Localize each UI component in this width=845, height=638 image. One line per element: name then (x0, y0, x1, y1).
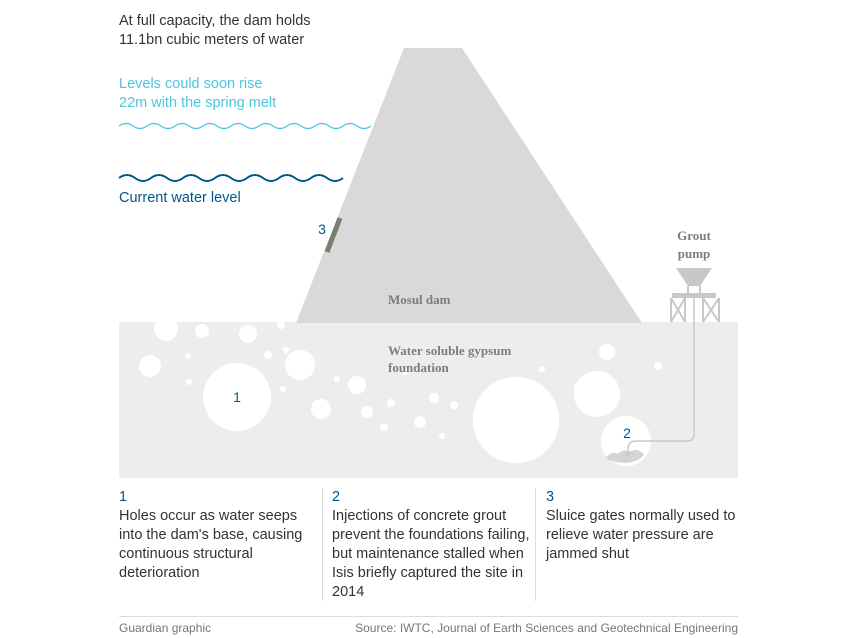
note-3: 3 Sluice gates normally used to relieve … (546, 488, 746, 564)
pump-label-line1: Grout (677, 228, 711, 243)
note-divider (535, 488, 536, 601)
hole (154, 317, 178, 341)
grout-pump (670, 268, 720, 323)
hole (185, 353, 191, 359)
note-2: 2 Injections of concrete grout prevent t… (332, 488, 532, 602)
rise-wave-line (118, 122, 372, 130)
note-text: Injections of concrete grout prevent the… (332, 508, 530, 600)
dam-body (296, 48, 642, 323)
rise-annotation: Levels could soon rise 22m with the spri… (119, 75, 359, 113)
hole (380, 423, 388, 431)
hole (599, 344, 615, 360)
graphic-credit: Guardian graphic (119, 621, 212, 635)
marker-2: 2 (623, 425, 631, 441)
capacity-annotation: At full capacity, the dam holds 11.1bn c… (119, 12, 379, 50)
hole (139, 355, 161, 377)
hole (239, 325, 257, 343)
foundation-holes (139, 317, 662, 466)
hole (473, 377, 559, 463)
marker-3: 3 (318, 221, 326, 237)
source-credit: Source: IWTC, Journal of Earth Sciences … (355, 621, 738, 635)
footer-divider (119, 616, 738, 617)
hole (429, 393, 439, 403)
pump-hopper (676, 268, 712, 286)
capacity-line-1: At full capacity, the dam holds (119, 13, 311, 29)
marker-1: 1 (233, 389, 241, 405)
hole (402, 369, 408, 375)
grout-pipe-arrow (624, 450, 632, 458)
current-wave-line (118, 174, 344, 182)
foundation-label-line2: foundation (388, 360, 449, 375)
hole (574, 371, 620, 417)
hole (311, 399, 331, 419)
note-1: 1 Holes occur as water seeps into the da… (119, 488, 319, 583)
sluice-gate (324, 217, 343, 253)
hole (450, 401, 458, 409)
hole (439, 433, 445, 439)
foundation-label-line1: Water soluble gypsum (388, 343, 511, 358)
hole (348, 376, 366, 394)
hole (203, 363, 271, 431)
pump-label-line2: pump (678, 246, 711, 261)
note-text: Sluice gates normally used to relieve wa… (546, 508, 736, 562)
note-number: 1 (119, 489, 128, 505)
hole (186, 379, 192, 385)
hole (283, 347, 289, 353)
grout-fill (606, 449, 644, 463)
note-number: 2 (332, 489, 341, 505)
grout-pipe (627, 298, 695, 454)
rise-line-1: Levels could soon rise (119, 76, 263, 92)
note-number: 3 (546, 489, 555, 505)
capacity-line-2: 11.1bn cubic meters of water (119, 32, 305, 48)
note-divider (322, 488, 323, 601)
hole (361, 406, 373, 418)
rise-line-2: 22m with the spring melt (119, 95, 277, 111)
hole (387, 399, 395, 407)
note-text: Holes occur as water seeps into the dam'… (119, 508, 303, 581)
hole (277, 321, 285, 329)
hole (195, 324, 209, 338)
numbered-notes: 1 Holes occur as water seeps into the da… (119, 488, 739, 603)
hole (264, 351, 272, 359)
hole (654, 362, 662, 370)
pump-stand-top (672, 293, 716, 298)
hole (285, 350, 315, 380)
hole (539, 366, 545, 372)
hole (334, 376, 340, 382)
current-level-annotation: Current water level (119, 190, 241, 206)
hole (414, 416, 426, 428)
hole (280, 386, 286, 392)
dam-label: Mosul dam (388, 292, 451, 307)
